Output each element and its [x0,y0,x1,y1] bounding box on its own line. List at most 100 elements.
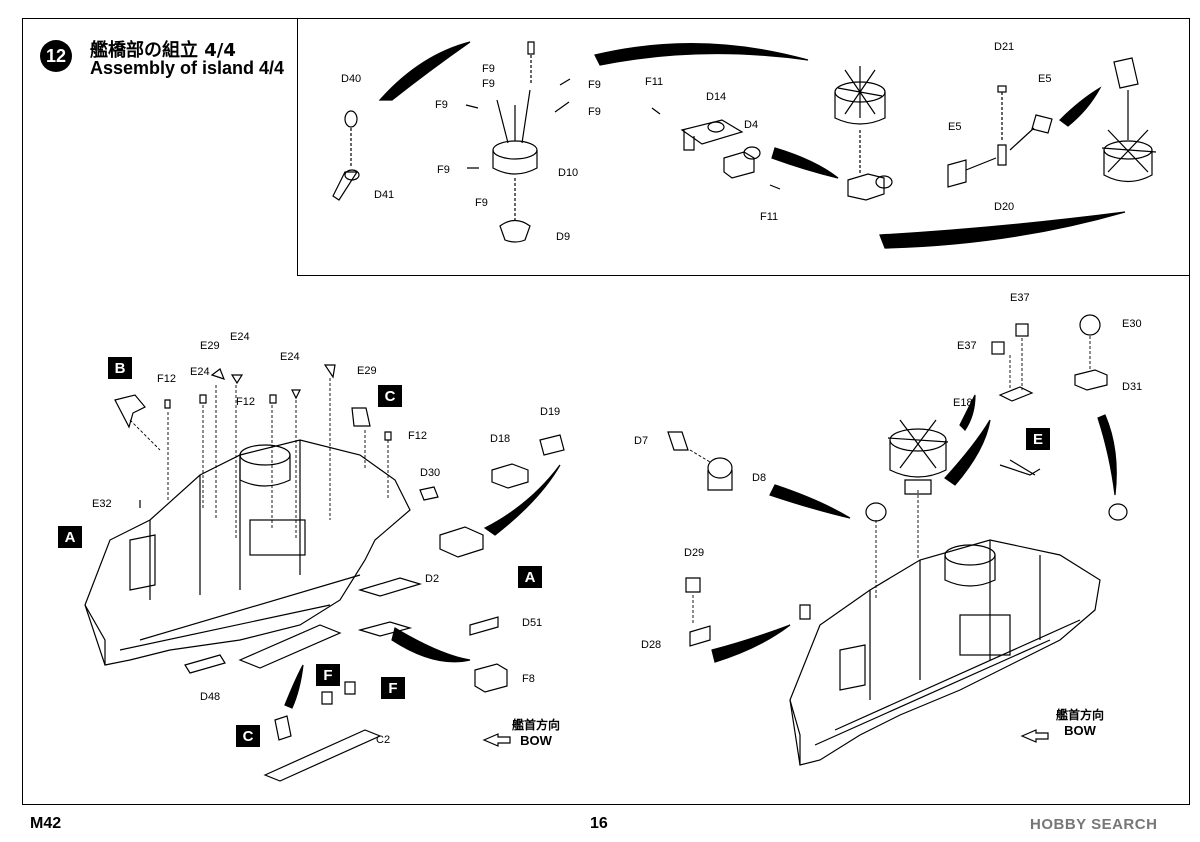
part-d41 [332,171,359,201]
label-e29: E29 [200,340,220,352]
part-d28 [689,625,711,647]
part-e5-left [947,159,967,188]
direction-arc [711,624,791,663]
part-e5-right [1031,114,1053,134]
label-e5: E5 [948,121,961,133]
direction-arc [769,484,851,519]
label-f9: F9 [475,197,488,209]
part-f8 [474,663,508,693]
part-b-antenna [114,394,146,429]
label-e30: E30 [1122,318,1142,330]
part-d31 [1074,369,1108,391]
bow-label-left: 艦首方向 BOW [512,718,560,748]
label-d20: D20 [994,201,1014,213]
label-f9: F9 [482,78,495,90]
label-e24: E24 [190,366,210,378]
label-e24: E24 [280,351,300,363]
part-antenna-array [1113,57,1139,89]
label-e32: E32 [92,498,112,510]
part-c-upper [351,407,371,427]
part-e37-side [991,341,1005,355]
label-f9: F9 [437,164,450,176]
direction-arc [771,147,839,179]
part-d2 [357,577,423,597]
detail-inset [297,18,1190,276]
part-d10 [492,140,538,160]
page-frame [22,18,1190,805]
part-e18 [998,386,1034,402]
label-f12: F12 [157,373,176,385]
label-f12: F12 [236,396,255,408]
part-sub-assembly [439,526,484,558]
label-f9: F9 [435,99,448,111]
label-d41: D41 [374,189,394,201]
label-d8: D8 [752,472,766,484]
label-d14: D14 [706,91,726,103]
step-title-en: Assembly of island 4/4 [90,58,285,78]
direction-arc [594,43,809,66]
island-hull-right [789,539,1101,766]
part-d40 [344,110,358,128]
part-d4 [743,146,761,160]
label-f9: F9 [588,106,601,118]
direction-arc [391,627,471,663]
label-e18: E18 [953,397,973,409]
bow-label-jp: 艦首方向 [1056,708,1105,722]
tag-a: A [518,566,542,588]
label-d48: D48 [200,691,220,703]
label-d7: D7 [634,435,648,447]
part-d2-base [357,621,413,637]
part-d8 [707,457,733,479]
label-e37: E37 [957,340,977,352]
part-d9 [499,219,531,243]
tag-f: F [381,677,405,699]
tag-a: A [58,526,82,548]
label-d28: D28 [641,639,661,651]
label-f9: F9 [482,63,495,75]
part-d18 [491,463,529,489]
tag-c: C [378,385,402,407]
label-d10: D10 [558,167,578,179]
part-d51 [469,616,499,636]
tag-f: F [316,664,340,686]
label-d18: D18 [490,433,510,445]
part-d20 [997,144,1007,166]
part-rail [238,624,342,669]
label-f11: F11 [645,76,663,88]
label-e29: E29 [357,365,377,377]
direction-arc [944,419,991,486]
step-title-jp: 艦橋部の組立 4/4 [90,40,236,61]
label-f11: F11 [760,211,778,223]
label-f9: F9 [588,79,601,91]
direction-arc [959,394,976,431]
bow-label-en: BOW [520,733,552,748]
part-d30 [419,486,439,501]
island-hull-left [84,439,411,666]
bow-arrow-right [1020,729,1049,743]
tag-e: E [1026,428,1050,450]
part-c2 [263,729,382,782]
page-number: 16 [590,815,608,832]
bow-label-right: 艦首方向 BOW [1056,708,1104,738]
part-d19 [539,434,565,456]
tag-c: C [236,725,260,747]
part-d29 [685,577,701,593]
label-d21: D21 [994,41,1014,53]
part-d21 [997,85,1007,93]
part-e-antenna [999,459,1041,476]
footer-code: M42 [30,815,62,832]
tag-b: B [108,357,132,379]
part-d48 [184,654,226,674]
part-d14 [680,119,744,145]
bow-label-jp: 艦首方向 [512,718,561,732]
label-d29: D29 [684,547,704,559]
part-d4-mount [723,151,755,179]
label-d4: D4 [744,119,758,131]
label-e37: E37 [1010,292,1030,304]
bow-label-en: BOW [1064,723,1096,738]
part-e30 [1079,314,1101,336]
label-d30: D30 [420,467,440,479]
step-number-badge: 12 [40,40,72,72]
direction-arc [284,664,304,709]
label-f12: F12 [408,430,427,442]
